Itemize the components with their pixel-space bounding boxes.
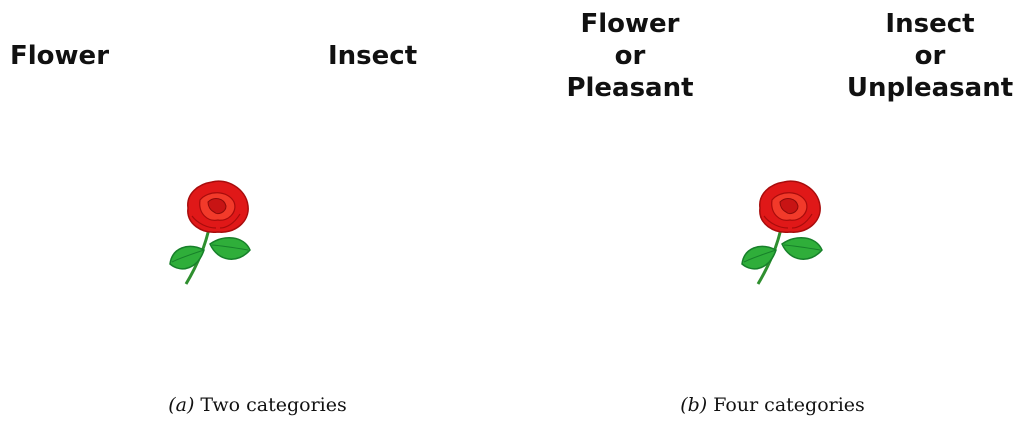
- panel-two-categories: Flower Insect (a) Two categories: [0, 0, 515, 427]
- category-line: or: [555, 40, 705, 72]
- category-line: Unpleasant: [845, 72, 1015, 104]
- left-category-label: Flower: [10, 40, 109, 72]
- category-line: Insect: [328, 40, 417, 72]
- caption: (a) Two categories: [0, 392, 515, 418]
- category-line: Pleasant: [555, 72, 705, 104]
- panel-four-categories: Flower or Pleasant Insect or Unpleasant …: [515, 0, 1030, 427]
- caption-text: Four categories: [707, 394, 865, 416]
- caption-text: Two categories: [194, 394, 346, 416]
- rose-icon: [168, 178, 258, 288]
- rose-icon: [740, 178, 830, 288]
- right-category-label: Insect: [328, 40, 417, 72]
- category-line: Flower: [555, 8, 705, 40]
- category-line: Flower: [10, 40, 109, 72]
- caption-tag: (a): [168, 394, 194, 416]
- category-line: Insect: [845, 8, 1015, 40]
- caption: (b) Four categories: [515, 392, 1030, 418]
- left-category-label: Flower or Pleasant: [555, 8, 705, 104]
- category-line: or: [845, 40, 1015, 72]
- caption-tag: (b): [680, 394, 707, 416]
- right-category-label: Insect or Unpleasant: [845, 8, 1015, 104]
